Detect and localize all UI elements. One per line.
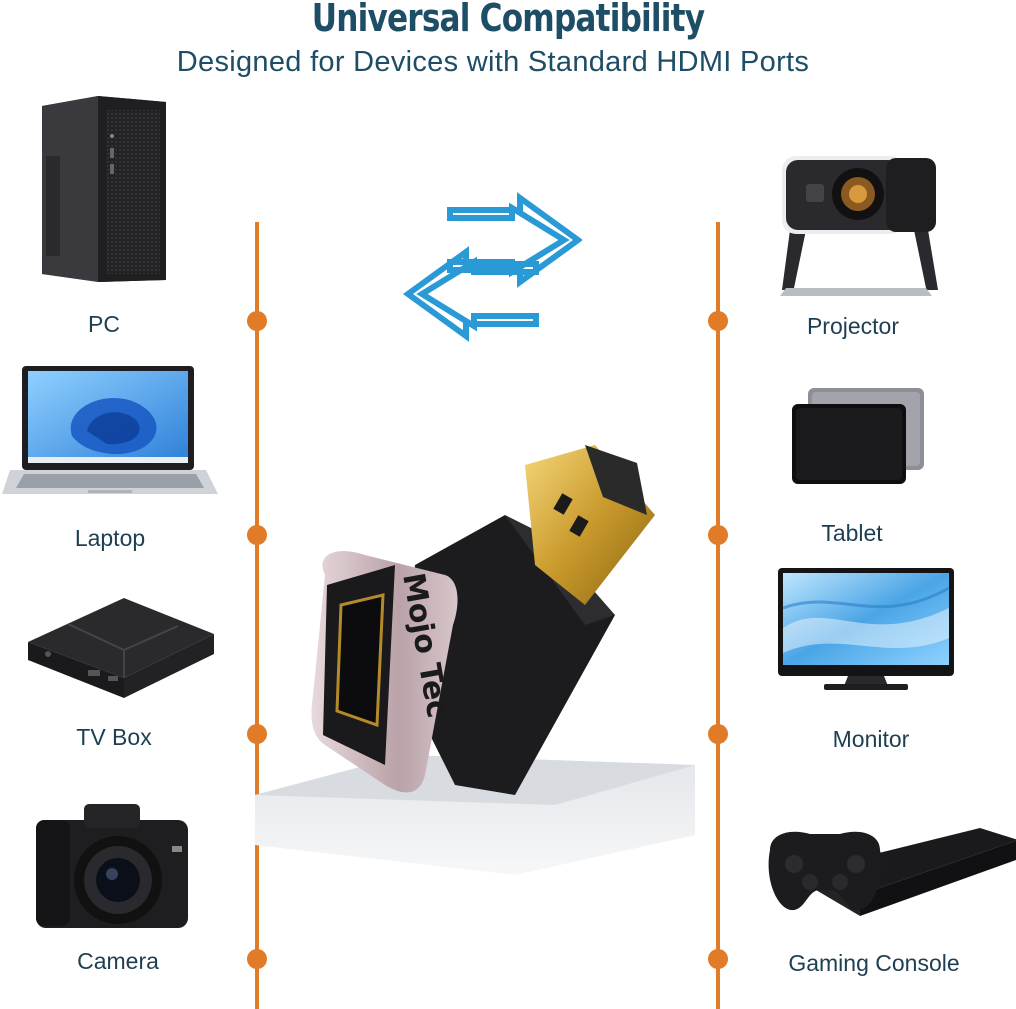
device-label-tablet: Tablet [821, 520, 883, 546]
laptop-icon [2, 366, 218, 507]
page-subtitle: Designed for Devices with Standard HDMI … [176, 46, 810, 78]
device-label-projector: Projector [806, 313, 900, 339]
device-label-tv-box: TV Box [76, 724, 152, 750]
right-timeline [716, 222, 720, 1009]
page-title: Universal Compatibility [311, 0, 705, 40]
left-timeline [255, 222, 259, 1009]
device-label-laptop: Laptop [74, 525, 146, 551]
timeline-dot [708, 949, 728, 969]
pc-tower-icon [38, 96, 170, 287]
timeline-dot [247, 949, 267, 969]
tv-box-icon [28, 598, 218, 703]
timeline-dot [247, 724, 267, 744]
timeline-dot [247, 525, 267, 545]
monitor-icon [778, 568, 954, 697]
bidirectional-arrows-icon [400, 190, 584, 351]
timeline-dot [708, 525, 728, 545]
device-label-gaming-console: Gaming Console [788, 950, 960, 976]
timeline-dot [247, 311, 267, 331]
tablet-icon [790, 386, 926, 491]
hdmi-adapter-image: Mojo Tec [255, 405, 695, 880]
timeline-dot [708, 311, 728, 331]
camera-icon [36, 800, 188, 935]
timeline-dot [708, 724, 728, 744]
gaming-console-icon [760, 820, 1016, 931]
projector-icon [776, 150, 942, 303]
device-label-monitor: Monitor [832, 726, 910, 752]
device-label-pc: PC [88, 311, 120, 337]
device-label-camera: Camera [77, 948, 159, 974]
